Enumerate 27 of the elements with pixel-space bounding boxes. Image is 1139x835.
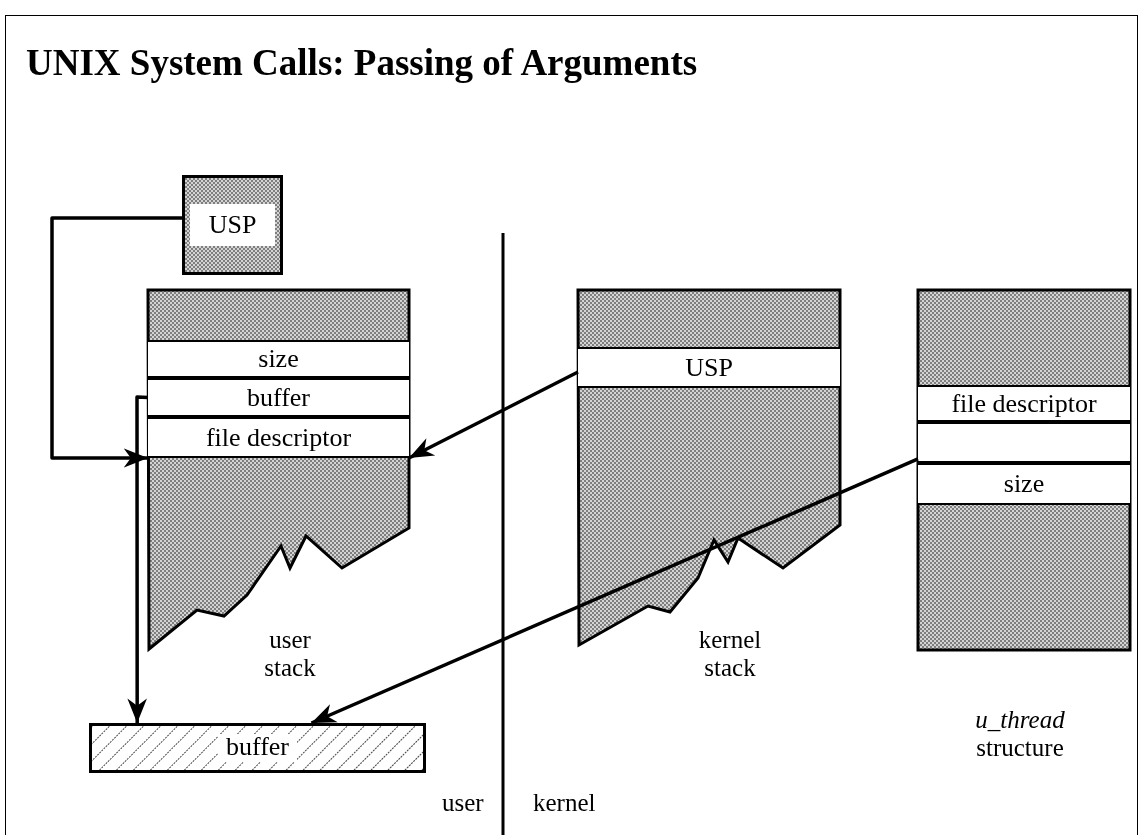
slot-label: size <box>258 346 299 372</box>
memory-slot <box>918 463 1130 505</box>
stack-caption: user stack <box>263 626 317 681</box>
slot-label: file descriptor <box>205 424 352 451</box>
buffer-box <box>89 723 426 773</box>
register-box <box>182 175 283 275</box>
slot-label: buffer <box>225 732 289 761</box>
stack-caption: u_thread structure <box>974 706 1066 761</box>
memory-slot <box>148 417 409 458</box>
memory-slot <box>918 385 1130 422</box>
slot-label: buffer <box>246 384 310 411</box>
slot-label: file descriptor <box>951 390 1097 417</box>
slot-label: USP <box>685 354 733 381</box>
title: UNIX System Calls: Passing of Arguments <box>26 41 698 85</box>
stack-caption: kernel stack <box>697 626 763 681</box>
empty-slot <box>918 422 1130 463</box>
region-label: user <box>442 790 484 815</box>
arrow <box>127 395 149 723</box>
slot-label: USP <box>208 212 257 238</box>
arrow <box>310 457 919 725</box>
region-label: kernel <box>533 790 596 815</box>
memory-slot <box>148 378 409 417</box>
arrow <box>50 216 182 468</box>
memory-slot <box>148 340 409 378</box>
arrow <box>408 370 579 460</box>
memory-slot <box>578 347 840 388</box>
slot-label: size <box>1003 471 1045 497</box>
